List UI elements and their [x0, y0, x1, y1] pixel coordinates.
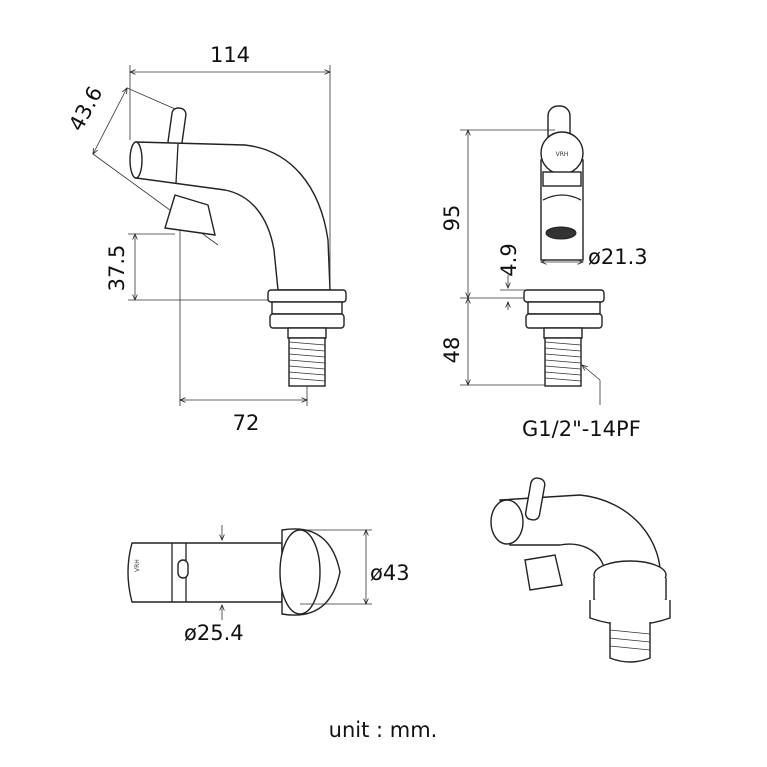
dimension-flange-diameter: ø43 — [370, 561, 410, 585]
brand-logo: VRH — [556, 151, 569, 158]
dimension-72: 72 — [233, 411, 260, 435]
top-view: VRH ø25.4 ø43 — [127, 525, 410, 645]
dimension-4-9: 4.9 — [497, 243, 521, 276]
front-view: VRH ø21.3 95 4.9 48 G1/2"-14PF — [440, 105, 648, 441]
unit-label: unit : mm. — [329, 718, 438, 742]
dimension-48: 48 — [440, 337, 464, 364]
dimension-43-6: 43.6 — [64, 82, 107, 135]
svg-text:VRH: VRH — [134, 559, 141, 572]
dimension-spout-diameter: ø21.3 — [588, 245, 648, 269]
isometric-view — [490, 477, 671, 663]
dimension-37-5: 37.5 — [105, 245, 129, 292]
threaded-shank — [288, 337, 326, 387]
side-view: 114 43.6 37.5 72 — [64, 43, 347, 435]
base-flange — [279, 529, 321, 615]
thread-spec: G1/2"-14PF — [522, 417, 641, 441]
dimension-114: 114 — [210, 43, 250, 67]
outlet-nozzle — [164, 194, 216, 236]
spout-body — [135, 141, 331, 291]
aerator — [545, 226, 577, 240]
dimension-body-diameter: ø25.4 — [184, 621, 244, 645]
dimension-95: 95 — [440, 205, 464, 232]
